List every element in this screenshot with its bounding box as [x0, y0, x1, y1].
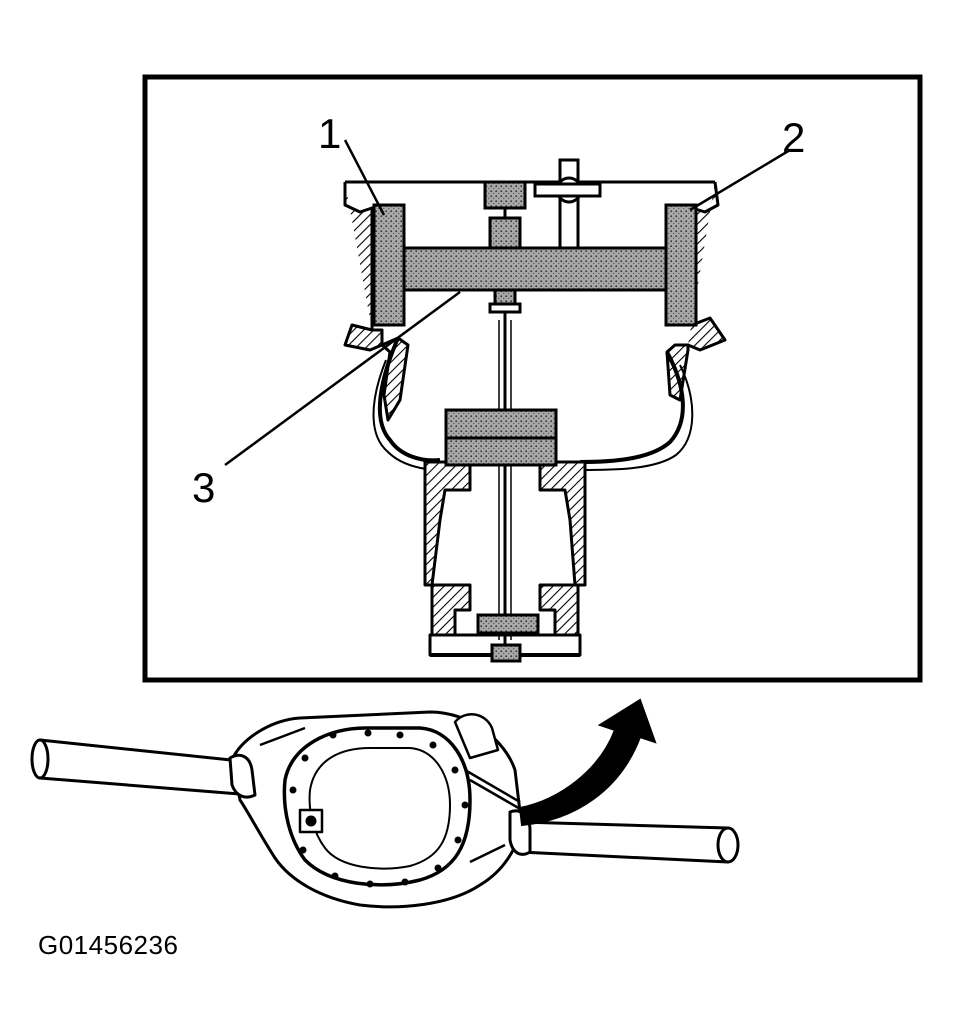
- gauge-arbor-bar: [402, 246, 668, 292]
- callout-2: 2: [782, 114, 805, 161]
- detail-arrow: [518, 698, 657, 827]
- axle-assembly: [30, 710, 740, 909]
- figure-id-label: G01456236: [38, 930, 179, 960]
- callout-leaders: [224, 139, 791, 467]
- detail-inset-frame: [142, 74, 923, 683]
- side-bearing-disc-left: [372, 203, 406, 327]
- side-bearing-disc-right: [664, 203, 698, 327]
- callout-1: 1: [318, 110, 341, 157]
- callout-3: 3: [192, 464, 215, 511]
- pinion-depth-gauge: [372, 158, 698, 663]
